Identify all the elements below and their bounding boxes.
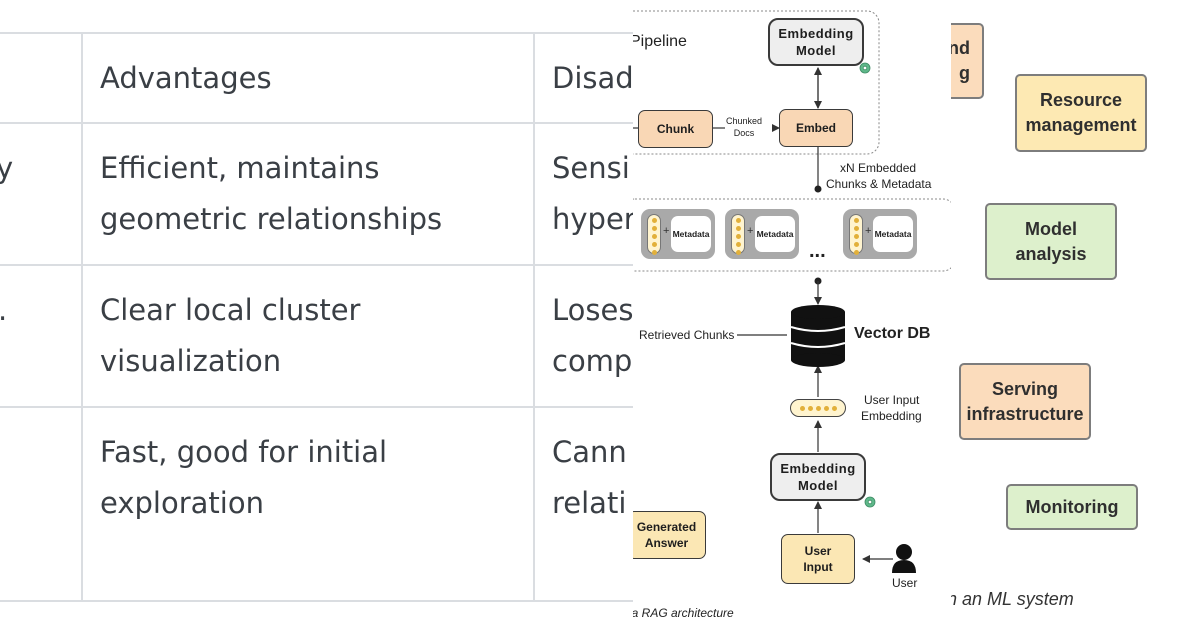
metadata-label: Metadata [755,216,795,252]
rag-caption: la RAG architecture [633,606,734,620]
user-input-box: User Input [781,534,855,584]
embedding-model-top-box: Embedding Model [768,18,864,66]
generated-answer-box: Generated Answer [633,511,706,559]
serving-infrastructure-box: Serving infrastructure [959,363,1091,440]
table-row-2-disadvantages-line-1: Loses [552,293,633,327]
monitoring-box: Monitoring [1006,484,1138,530]
embedding-model-bottom-box: Embedding Model [770,453,866,501]
table-row-2-advantages-line-2: visualization [100,344,282,378]
user-input-embedding-label-line-2: Embedding [861,409,922,423]
table-line [0,264,633,266]
table-row-1-disadvantages-line-1: Sensi [552,151,630,185]
table-line [0,406,633,408]
retrieved-chunks-label: Retrieved Chunks [639,328,735,342]
embedding-vector-icon [849,214,863,255]
table-line [533,32,535,602]
embedded-chunks-container [633,198,951,272]
ml-system-diagram: nd g Resource management Model analysis … [951,0,1200,630]
user-input-embedding-vector [790,399,846,417]
partial-label-line-1: nd [951,38,970,58]
partial-label-line-2: g [959,63,970,83]
embedded-chunk-card: + Metadata [641,209,715,259]
header-disadvantages: Disad [552,61,633,95]
table-row-3-advantages-line-1: Fast, good for initial [100,435,388,469]
table-row-3-advantages-line-2: exploration [100,486,264,520]
table-row-2-method: . [0,285,7,336]
pipeline-container [633,10,880,155]
database-icon [790,305,846,367]
pipeline-title: Pipeline [633,33,687,50]
rag-architecture-diagram: Pipeline Embedding Model Chunk Chunked D… [633,0,951,630]
embedded-chunks-label-line-2: Chunks & Metadata [826,177,932,191]
table-line [0,122,633,124]
embed-box: Embed [779,109,853,147]
component-box-partial: nd g [951,23,984,99]
chunked-docs-label: Chunked Docs [725,116,763,138]
table-row-2-advantages-line-1: Clear local cluster [100,293,361,327]
ml-system-caption: n an ML system [951,589,1074,609]
embedded-chunk-card: + Metadata [725,209,799,259]
model-analysis-box: Model analysis [985,203,1117,280]
table-line [0,600,633,602]
embedding-vector-icon [647,214,661,255]
table-line [81,32,83,602]
table-line [0,32,633,34]
user-input-embedding-label-line-1: User Input [864,393,920,407]
metadata-label: Metadata [873,216,913,252]
table-row-1-advantages-line-1: Efficient, maintains [100,151,380,185]
user-icon [892,544,916,573]
table-row-1-advantages-line-2: geometric relationships [100,202,443,236]
ellipsis: ... [809,240,826,262]
resource-management-box: Resource management [1015,74,1147,152]
header-advantages: Advantages [100,61,272,95]
table-row-3-disadvantages-line-2: relati [552,486,627,520]
table-row-2-disadvantages-line-2: comp [552,344,633,378]
chunk-box: Chunk [638,110,713,148]
embedded-chunks-label-line-1: xN Embedded [840,161,917,175]
comparison-table: Advantages Disad y Efficient, maintains … [0,32,633,602]
table-row-3-disadvantages-line-1: Cann [552,435,627,469]
embedding-vector-icon [731,214,745,255]
embedded-chunk-card: + Metadata [843,209,917,259]
user-label: User [892,576,918,590]
dot-embedded-chunks [814,185,822,193]
vector-db-label: Vector DB [854,325,931,342]
table-row-1-disadvantages-line-2: hyper [552,202,633,236]
table-row-1-method: y [0,151,14,185]
metadata-label: Metadata [671,216,711,252]
